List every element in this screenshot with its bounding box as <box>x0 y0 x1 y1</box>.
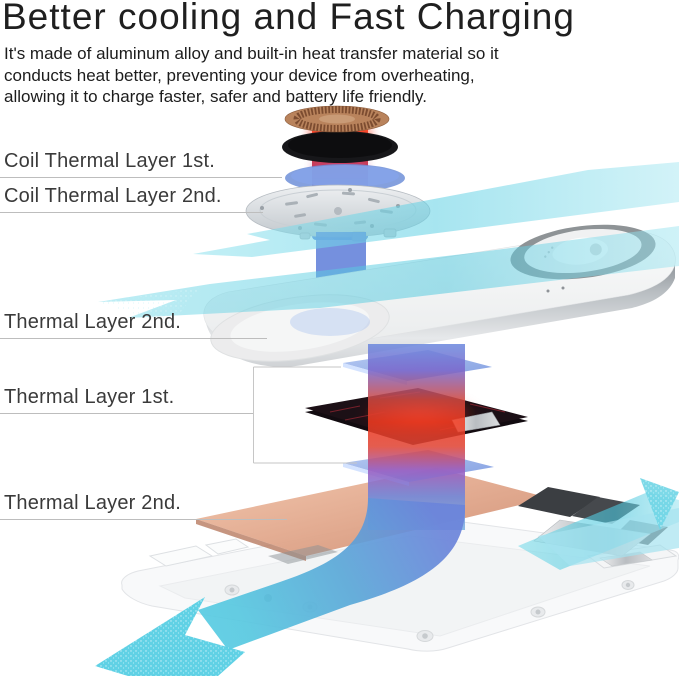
label-thermal-layer-1st: Thermal Layer 1st. <box>0 386 253 414</box>
description-line: allowing it to charge faster, safer and … <box>4 87 428 107</box>
coil-thermal-disc-black <box>282 131 398 163</box>
indicator-dot <box>561 286 565 290</box>
label-coil-thermal-layer-1st: Coil Thermal Layer 1st. <box>0 150 282 178</box>
charging-coil <box>284 105 390 133</box>
heat-column <box>368 344 465 530</box>
label-thermal-layer-2nd-top: Thermal Layer 2nd. <box>0 311 267 339</box>
label-coil-thermal-layer-2nd: Coil Thermal Layer 2nd. <box>0 185 263 213</box>
heat-flow-arrow-right <box>518 478 679 570</box>
coil-thermal-disc-blue <box>285 164 405 192</box>
heat-flow-arrow-left <box>95 498 465 676</box>
pad-glow <box>290 308 370 336</box>
description-line: conducts heat better, preventing your de… <box>4 65 475 85</box>
product-description: It's made of aluminum alloy and built-in… <box>4 43 604 108</box>
indicator-dot <box>546 289 550 293</box>
cool-sheet-lower <box>98 226 679 325</box>
phone-charging-pad <box>210 294 390 362</box>
label-thermal-layer-2nd-bottom: Thermal Layer 2nd. <box>0 492 287 520</box>
description-line: It's made of aluminum alloy and built-in… <box>4 44 499 63</box>
label-bracket <box>253 366 357 464</box>
page-title: Better cooling and Fast Charging <box>2 0 575 37</box>
cool-sheet-upper <box>193 162 679 257</box>
